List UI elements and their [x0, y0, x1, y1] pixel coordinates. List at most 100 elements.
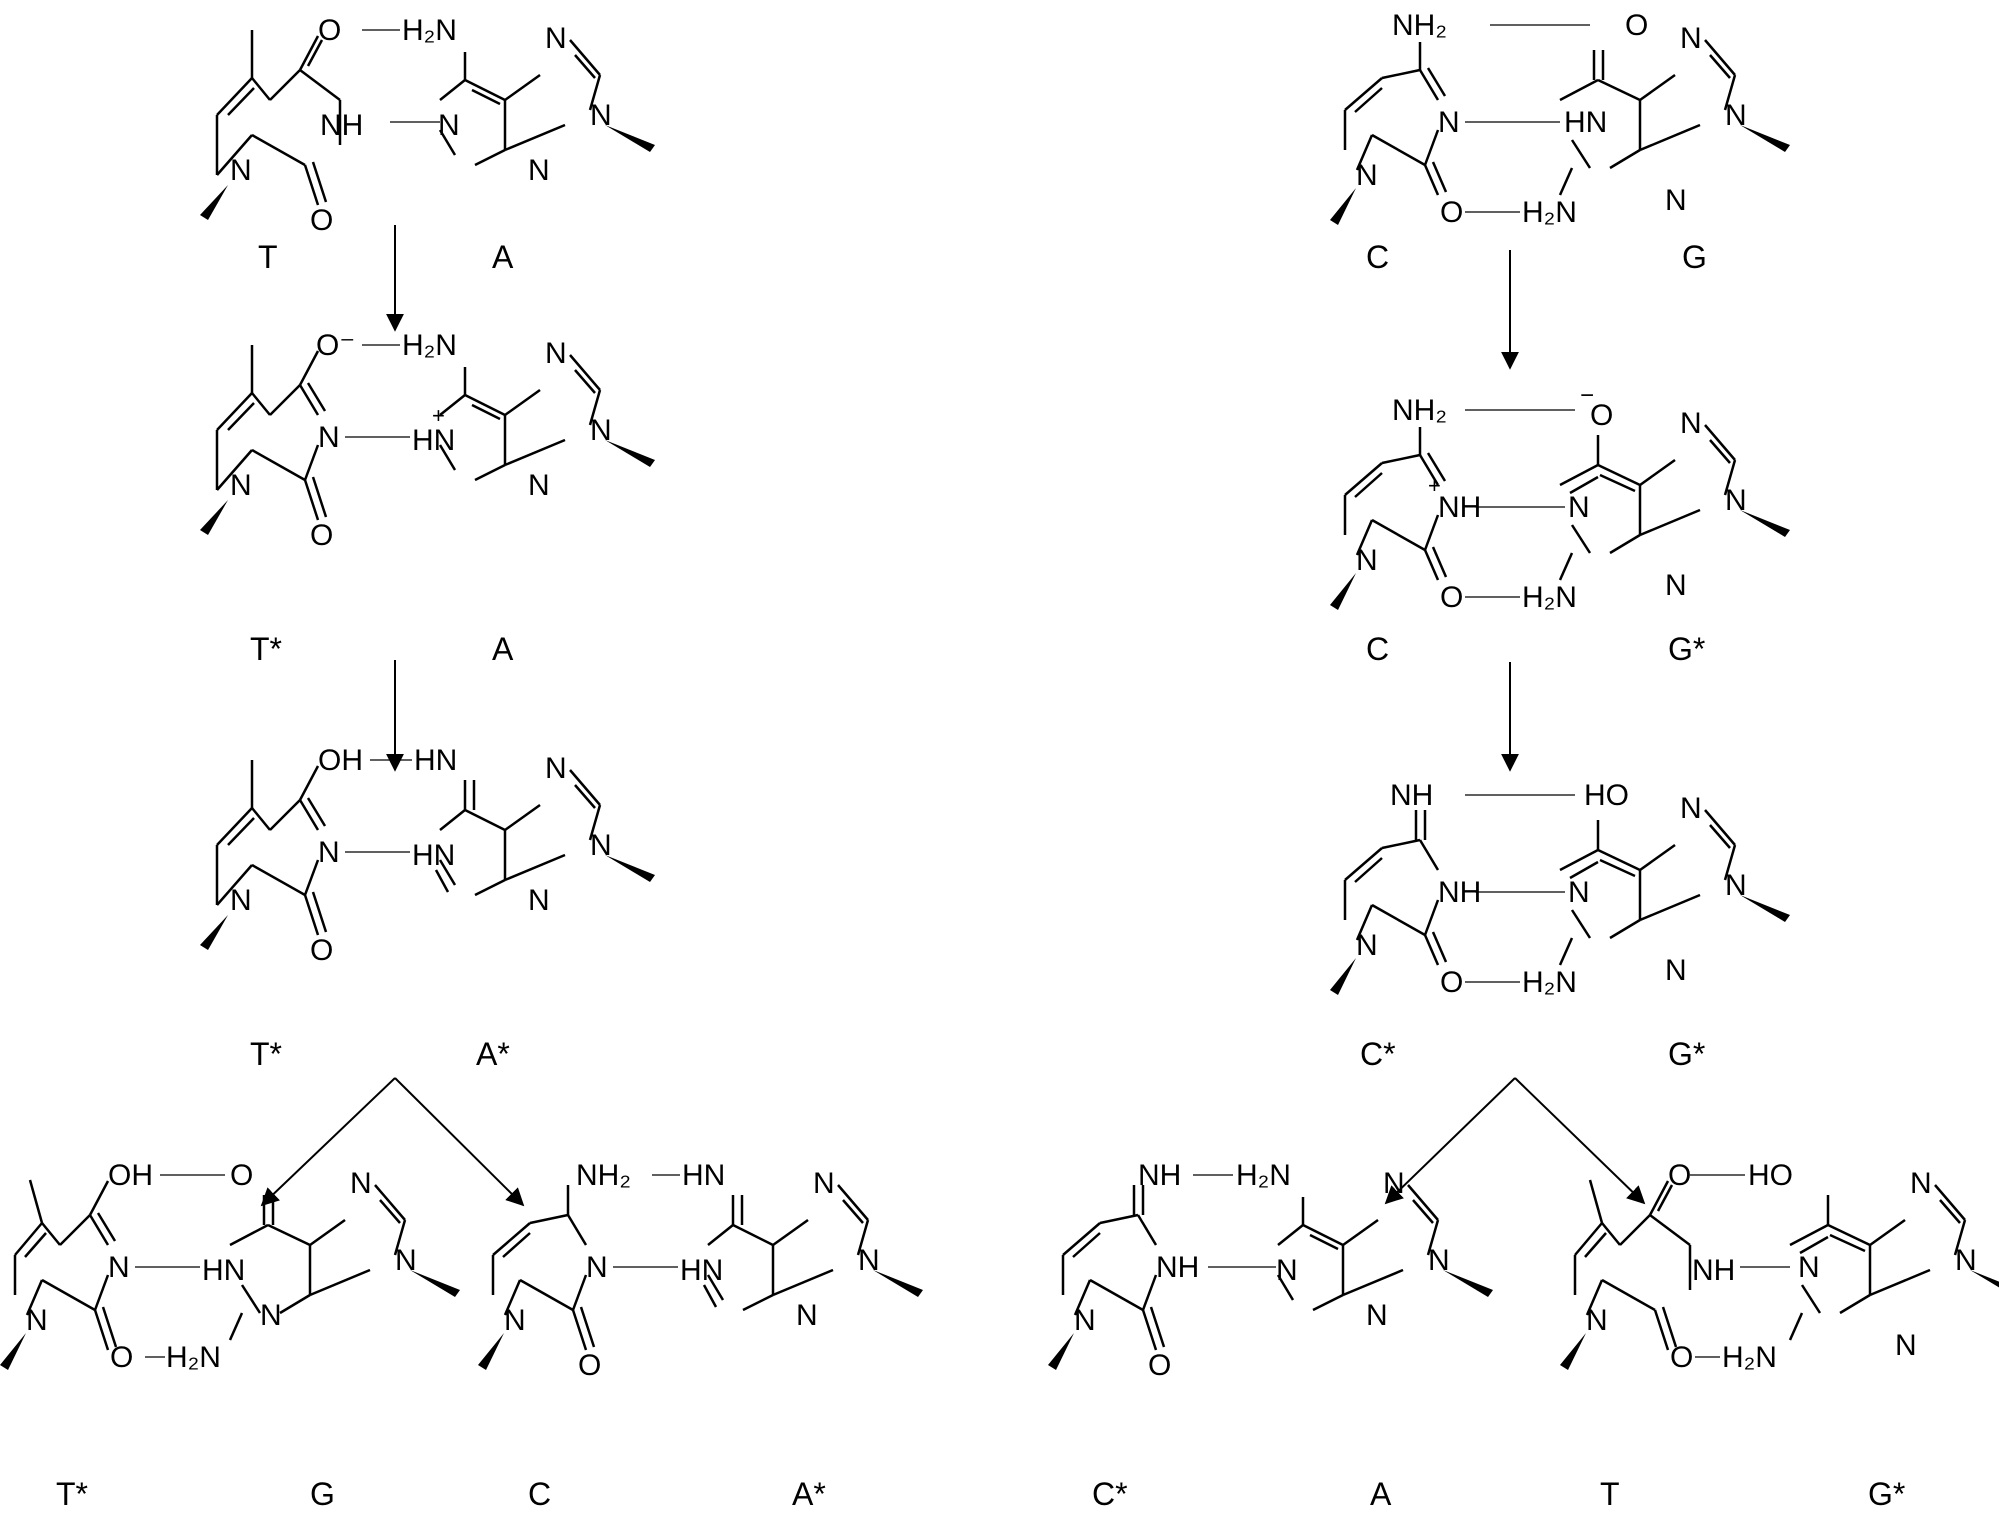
- atom-h2n: H₂N: [402, 329, 457, 362]
- atom-n: N: [545, 752, 567, 785]
- atom-n: N: [858, 1244, 880, 1277]
- atom-n: N: [108, 1251, 130, 1284]
- atom-o: O: [1148, 1349, 1171, 1382]
- panel-tstar-astar: [200, 759, 655, 950]
- atom-n: N: [395, 1244, 417, 1277]
- atom-o: O: [1590, 399, 1613, 432]
- base-label: T: [258, 239, 278, 275]
- atom-hn: HN: [682, 1159, 725, 1192]
- panel-c-g-atoms: NH₂ O N HN N O H₂N N N N: [1356, 9, 1747, 229]
- atom-n: N: [230, 884, 252, 917]
- partner-label: G*: [1668, 631, 1705, 667]
- panel-tstar-a-atoms: O⁻ H₂N N HN + N O N N N: [230, 329, 612, 552]
- panel-cstar-gstar-atoms: NH HO NH N N O H₂N N N N: [1356, 779, 1747, 999]
- atom-n: N: [26, 1304, 48, 1337]
- atom-hn: HN: [414, 744, 457, 777]
- arrow-diag-left: [260, 1077, 396, 1207]
- atom-n: N: [1665, 954, 1687, 987]
- atom-n: N: [1074, 1304, 1096, 1337]
- atom-n: N: [545, 22, 567, 55]
- atom-nh2: NH₂: [576, 1159, 631, 1192]
- atom-o: O: [578, 1349, 601, 1382]
- arrow-diag-right: [1514, 1077, 1646, 1205]
- panel-t-gstar-atoms: O HO NH N N O H₂N N N N: [1586, 1159, 1977, 1374]
- atom-hn: HN: [1564, 106, 1607, 139]
- atom-o: O: [1670, 1341, 1693, 1374]
- atom-n: N: [1680, 407, 1702, 440]
- atom-o: O: [310, 204, 333, 237]
- panel-cstar-gstar: [1330, 794, 1790, 995]
- atom-n: N: [1680, 22, 1702, 55]
- atom-hn: HN: [412, 424, 455, 457]
- atom-n: N: [1798, 1251, 1820, 1284]
- base-label: T*: [56, 1476, 88, 1512]
- panel-t-a: [200, 29, 655, 220]
- atom-h2n: H₂N: [1522, 966, 1577, 999]
- atom-o: O: [1440, 196, 1463, 229]
- atom-o: O: [110, 1341, 133, 1374]
- partner-label: A: [1370, 1476, 1392, 1512]
- atom-h2n: H₂N: [1522, 581, 1577, 614]
- atom-n: N: [796, 1299, 818, 1332]
- atom-n: N: [318, 836, 340, 869]
- atom-nh: NH: [1390, 779, 1433, 812]
- base-label: C*: [1092, 1476, 1128, 1512]
- atom-n: N: [590, 414, 612, 447]
- atom-hn: HN: [412, 839, 455, 872]
- atom-oh: OH: [108, 1159, 153, 1192]
- atom-nh: NH: [1138, 1159, 1181, 1192]
- atom-n: N: [1895, 1329, 1917, 1362]
- panel-c-g: [1330, 24, 1790, 225]
- atom-n: N: [504, 1304, 526, 1337]
- atom-n: N: [260, 1299, 282, 1332]
- atom-n: N: [1725, 484, 1747, 517]
- panel-c-gstar: [1330, 409, 1790, 610]
- base-label: C: [1366, 239, 1389, 275]
- atom-n: N: [230, 469, 252, 502]
- panel-cstar-a-atoms: NH H₂N NH N N O N N N: [1074, 1159, 1450, 1382]
- atom-n: N: [1428, 1244, 1450, 1277]
- atom-n: N: [1910, 1167, 1932, 1200]
- atom-n: N: [1276, 1254, 1298, 1287]
- atom-h2n: H₂N: [1722, 1341, 1777, 1374]
- atom-n: N: [1955, 1244, 1977, 1277]
- atom-ho: HO: [1748, 1159, 1793, 1192]
- atom-n: N: [1356, 159, 1378, 192]
- atom-h2n: H₂N: [402, 14, 457, 47]
- partner-label: G: [310, 1476, 335, 1512]
- panel-tstar-g-atoms: OH O N HN N O H₂N N N N: [26, 1159, 417, 1374]
- atom-o: O: [1440, 581, 1463, 614]
- charge-plus: +: [1428, 473, 1441, 498]
- base-label: T*: [250, 1036, 282, 1072]
- atom-n: N: [1568, 876, 1590, 909]
- atom-o: O: [1625, 9, 1648, 42]
- atom-o: O: [1668, 1159, 1691, 1192]
- base-label: C: [528, 1476, 551, 1512]
- charge-minus: −: [1580, 382, 1594, 409]
- atom-n: N: [350, 1167, 372, 1200]
- panel-cstar-a: [1048, 1174, 1493, 1370]
- atom-n: N: [586, 1251, 608, 1284]
- atom-nh: NH: [320, 109, 363, 142]
- atom-n: N: [438, 109, 460, 142]
- partner-label: A*: [792, 1476, 826, 1512]
- panel-tstar-astar-atoms: OH HN N HN N O N N N: [230, 744, 612, 967]
- atom-n: N: [1356, 544, 1378, 577]
- atom-n: N: [528, 884, 550, 917]
- panel-t-gstar: [1560, 1174, 1999, 1370]
- atom-n: N: [1665, 569, 1687, 602]
- base-label: T*: [250, 631, 282, 667]
- atom-n: N: [230, 154, 252, 187]
- base-label: C: [1366, 631, 1389, 667]
- partner-label: A*: [476, 1036, 510, 1072]
- atom-o: O: [310, 934, 333, 967]
- partner-label: A: [492, 239, 514, 275]
- panel-tstar-a: [200, 344, 655, 535]
- atom-n: N: [1568, 491, 1590, 524]
- atom-n: N: [318, 421, 340, 454]
- atom-h2n: H₂N: [1522, 196, 1577, 229]
- partner-label: G*: [1668, 1036, 1705, 1072]
- charge-plus: +: [432, 403, 445, 428]
- atom-nh2: NH₂: [1392, 9, 1447, 42]
- panel-c-gstar-atoms: NH₂ O − NH + N N O H₂N N N N: [1356, 382, 1747, 614]
